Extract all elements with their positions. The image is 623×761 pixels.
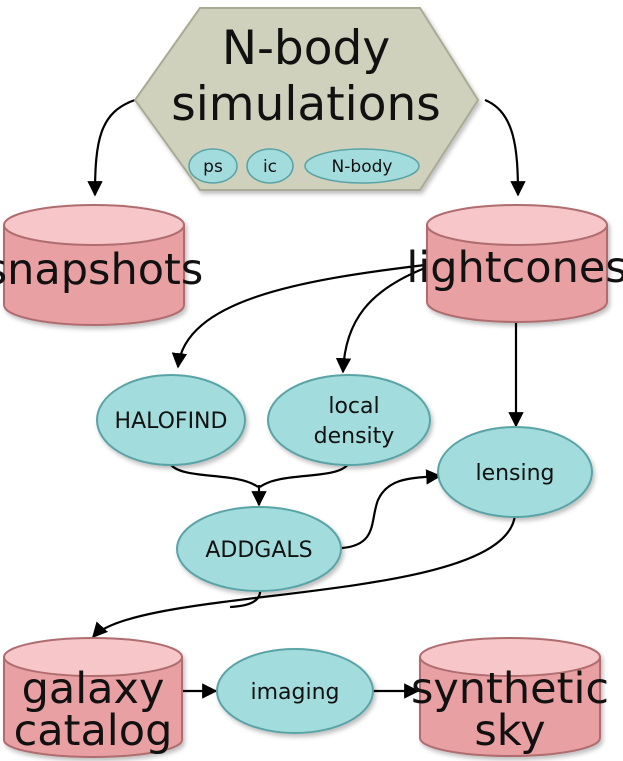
edge-lensing-to-galaxy-catalog [91, 514, 517, 639]
chip-nbody[interactable]: N-body [304, 148, 420, 184]
galaxy-catalog-label-line2: catalog [14, 706, 173, 756]
lightcones-store[interactable] [426, 204, 608, 323]
halofind-label: HALOFIND [115, 409, 228, 434]
addgals-label: ADDGALS [205, 538, 312, 563]
lightcones-label: lightcones [406, 243, 623, 293]
snapshots-store[interactable] [3, 204, 185, 326]
edge-lightcones-to-local-density [335, 266, 426, 374]
chip-nbody-label: N-body [332, 157, 393, 177]
nbody-title-line2: simulations [171, 77, 441, 132]
snapshots-label: snapshots [0, 245, 203, 295]
addgals-node[interactable] [176, 506, 342, 592]
lensing-label: lensing [475, 461, 554, 486]
nbody-title-line1: N-body [222, 21, 390, 76]
hexagon-shape [133, 7, 480, 191]
imaging-label: imaging [250, 680, 339, 705]
synthetic-sky-label-line2: sky [474, 706, 545, 756]
chip-ic-label: ic [263, 157, 277, 177]
halofind-node[interactable] [96, 374, 246, 466]
edge-addgals-to-lensing [341, 469, 442, 550]
galaxy-catalog-label-line1: galaxy [22, 664, 165, 714]
chip-ic[interactable]: ic [246, 148, 294, 184]
chip-ps-label: ps [203, 157, 223, 177]
imaging-node[interactable] [216, 648, 374, 734]
synthetic-sky-label-line1: synthetic [411, 664, 609, 714]
lensing-node[interactable] [437, 426, 593, 518]
edge-nbody-to-snapshots [87, 98, 136, 197]
edge-lightcones-to-halofind [171, 263, 426, 369]
local-density-label-line1: local [328, 394, 379, 419]
edge-nbody-to-lightcones [484, 98, 526, 197]
galaxy-catalog-store[interactable] [3, 637, 183, 758]
nbody-simulations-node[interactable] [133, 7, 480, 191]
local-density-label-line2: density [314, 424, 395, 449]
local-density-node[interactable] [267, 374, 431, 466]
synthetic-sky-store[interactable] [419, 637, 601, 757]
chip-ps[interactable]: ps [188, 148, 238, 184]
